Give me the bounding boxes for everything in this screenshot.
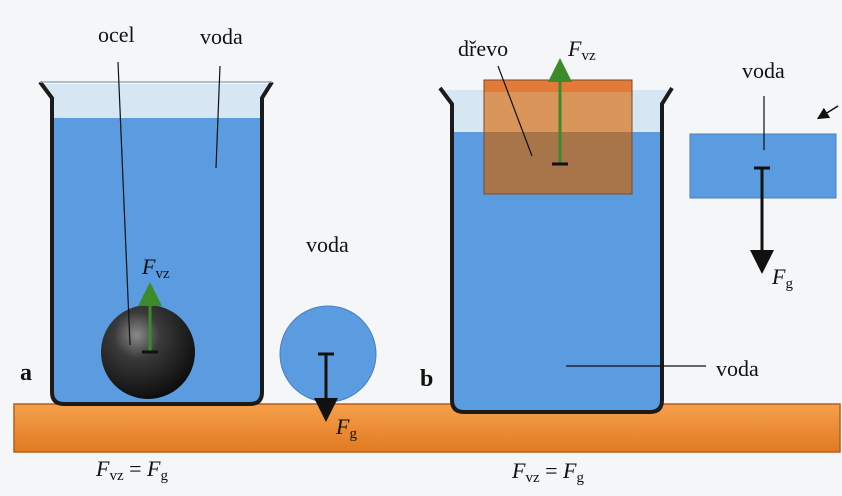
- beaker-b-glass: [438, 86, 674, 414]
- buoyancy-label-a: Fvz: [141, 254, 170, 282]
- leader-water-a: [215, 65, 221, 169]
- label-water-b: voda: [716, 356, 759, 381]
- gravity-label-circle: Fg: [335, 414, 357, 442]
- panel-label-a: a: [20, 360, 32, 386]
- leader-wood: [497, 65, 533, 157]
- table: [13, 403, 841, 453]
- beaker-a: [38, 80, 274, 406]
- label-water-a: voda: [200, 24, 243, 49]
- wood-block: [483, 79, 633, 195]
- beaker-a-glass: [38, 80, 274, 406]
- equation-a: Fvz = Fg: [95, 456, 169, 484]
- leader-steel: [117, 61, 131, 346]
- beaker-a-air: [44, 84, 268, 118]
- gravity-label-rect: Fg: [771, 264, 793, 292]
- equation-b: Fvz = Fg: [511, 458, 585, 486]
- beaker-a-water: [52, 118, 262, 404]
- beaker-b-water: [452, 132, 662, 412]
- label-water-circle: voda: [306, 232, 349, 257]
- panel-label-b: b: [420, 366, 433, 392]
- pointer-arrow: [816, 105, 839, 120]
- label-steel: ocel: [98, 22, 135, 47]
- label-wood: dřevo: [458, 36, 508, 61]
- label-water-rect: voda: [742, 58, 785, 83]
- buoyancy-label-b: Fvz: [567, 36, 596, 64]
